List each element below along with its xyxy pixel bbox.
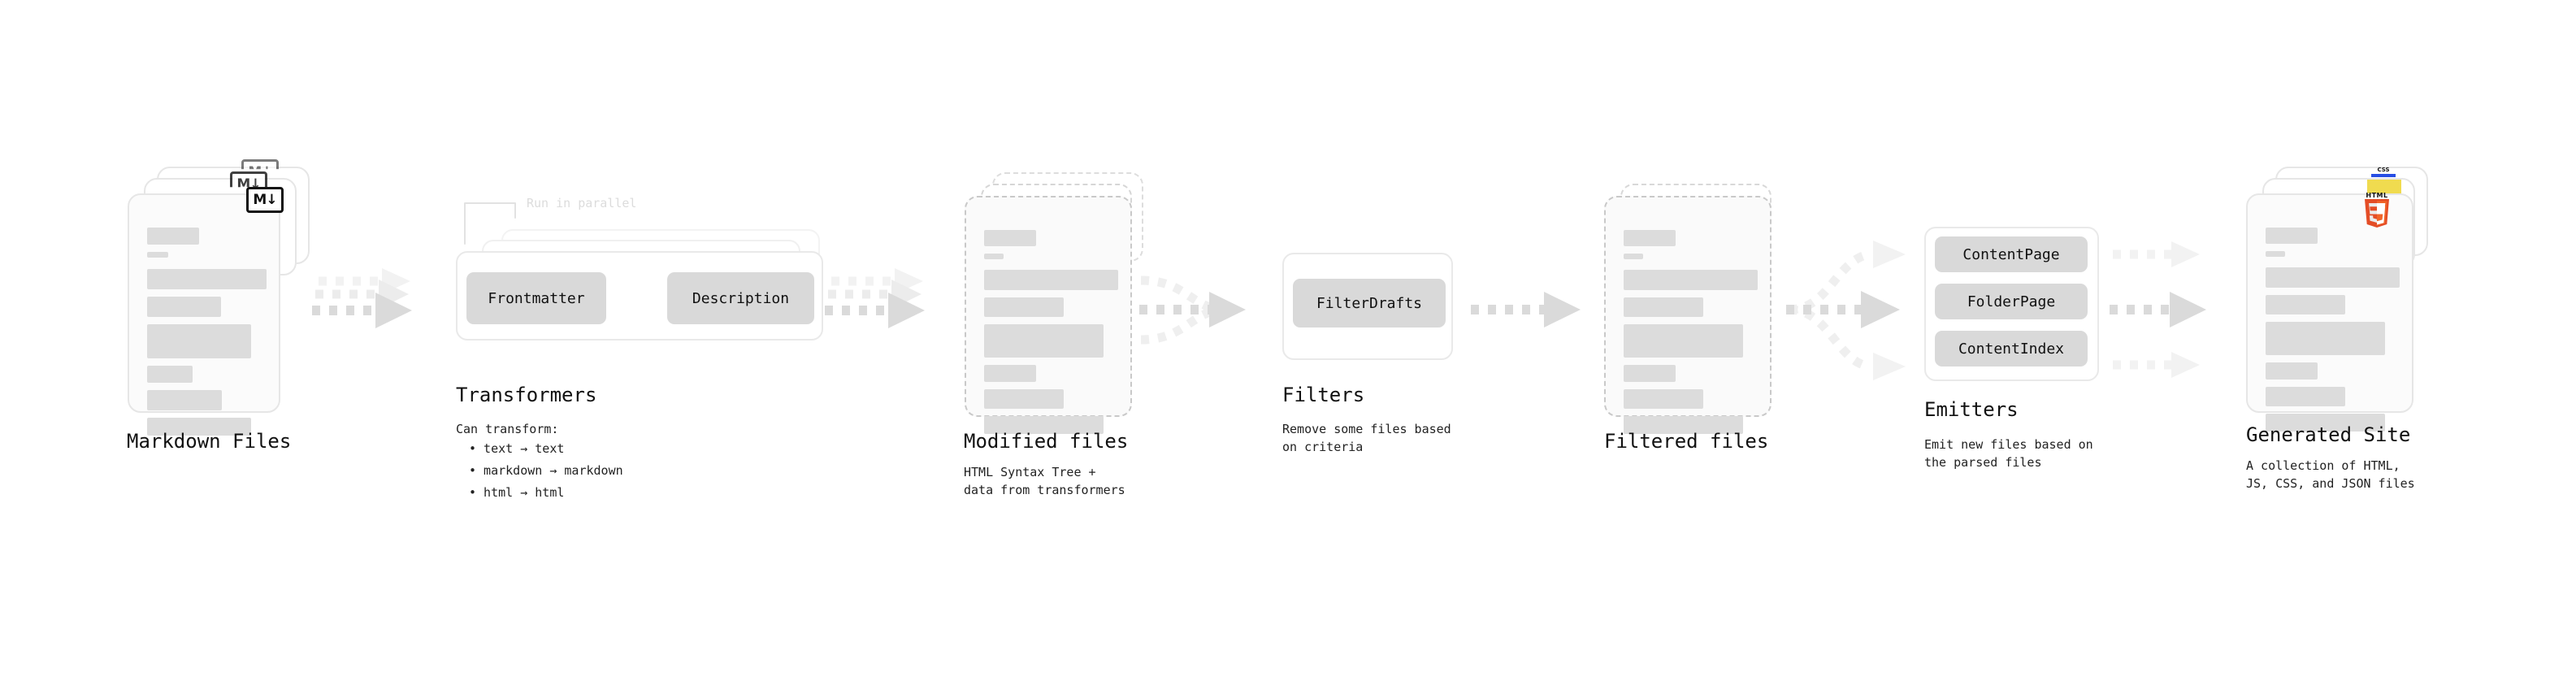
modified-skeleton-lines [984,230,1118,441]
css-badge-label: CSS [2377,167,2390,173]
filters-chip-filterdrafts[interactable]: FilterDrafts [1293,279,1446,327]
filtered-skeleton-lines [1624,230,1758,441]
stage-title-emitters: Emitters [1924,398,2019,421]
markdown-badge-icon: M↓ [246,187,284,213]
connector-filters-to-filtered [1471,292,1581,327]
transformers-bullet-0: • text → text [469,441,565,456]
connector-filtered-to-emitters [1786,241,1906,380]
connector-transformers-to-modified [825,268,925,328]
emitters-chip-folderpage[interactable]: FolderPage [1935,284,2088,319]
connector-modified-to-filters [1139,275,1246,345]
transformers-bullet-1: • markdown → markdown [469,463,623,478]
markdown-badge-glyph: M↓ [236,176,261,193]
css-badge: CSS [2370,167,2396,177]
markdown-badge-glyph: M↓ [248,165,272,169]
generated-site-subtitle: A collection of HTML, JS, CSS, and JSON … [2246,458,2415,491]
modified-files-subtitle: HTML Syntax Tree + data from transformer… [964,465,1125,497]
emitters-chip-contentpage[interactable]: ContentPage [1935,236,2088,272]
transformer-chip-frontmatter[interactable]: Frontmatter [466,272,606,324]
connector-markdown-to-transformers [312,268,412,328]
filtered-card-front [1604,196,1772,434]
markdown-badge-back-2: M↓ [241,159,279,170]
html5-badge-label: HTML [2366,192,2388,199]
modified-card-front [965,196,1132,434]
transformer-chip-description[interactable]: Description [667,272,814,324]
site-skeleton-lines [2266,228,2400,439]
css-badge-bar [2371,174,2396,177]
run-in-parallel-label: Run in parallel [527,196,637,210]
html5-shield-icon [2363,199,2391,228]
js-badge [2367,180,2401,194]
markdown-skeleton-lines [147,228,267,443]
emitters-subtitle: Emit new files based on the parsed files [1924,437,2093,470]
markdown-card-front [128,193,280,436]
transformers-subtitle: Can transform: [456,422,559,436]
stage-title-transformers: Transformers [456,384,597,406]
stage-title-filters: Filters [1282,384,1365,406]
stage-title-generated-site: Generated Site [2246,423,2411,446]
stage-title-filtered-files: Filtered files [1604,430,1769,453]
markdown-badge-glyph: M↓ [253,191,277,208]
filters-subtitle: Remove some files based on criteria [1282,422,1451,454]
html5-badge: HTML [2361,192,2392,228]
markdown-badge-back-1: M↓ [230,171,267,193]
transformers-bullet-2: • html → html [469,485,565,500]
connector-emitters-to-site [2110,241,2206,378]
stage-title-markdown-files: Markdown Files [127,430,292,453]
stage-title-modified-files: Modified files [964,430,1129,453]
site-card-front [2246,193,2413,432]
emitters-chip-contentindex[interactable]: ContentIndex [1935,331,2088,367]
